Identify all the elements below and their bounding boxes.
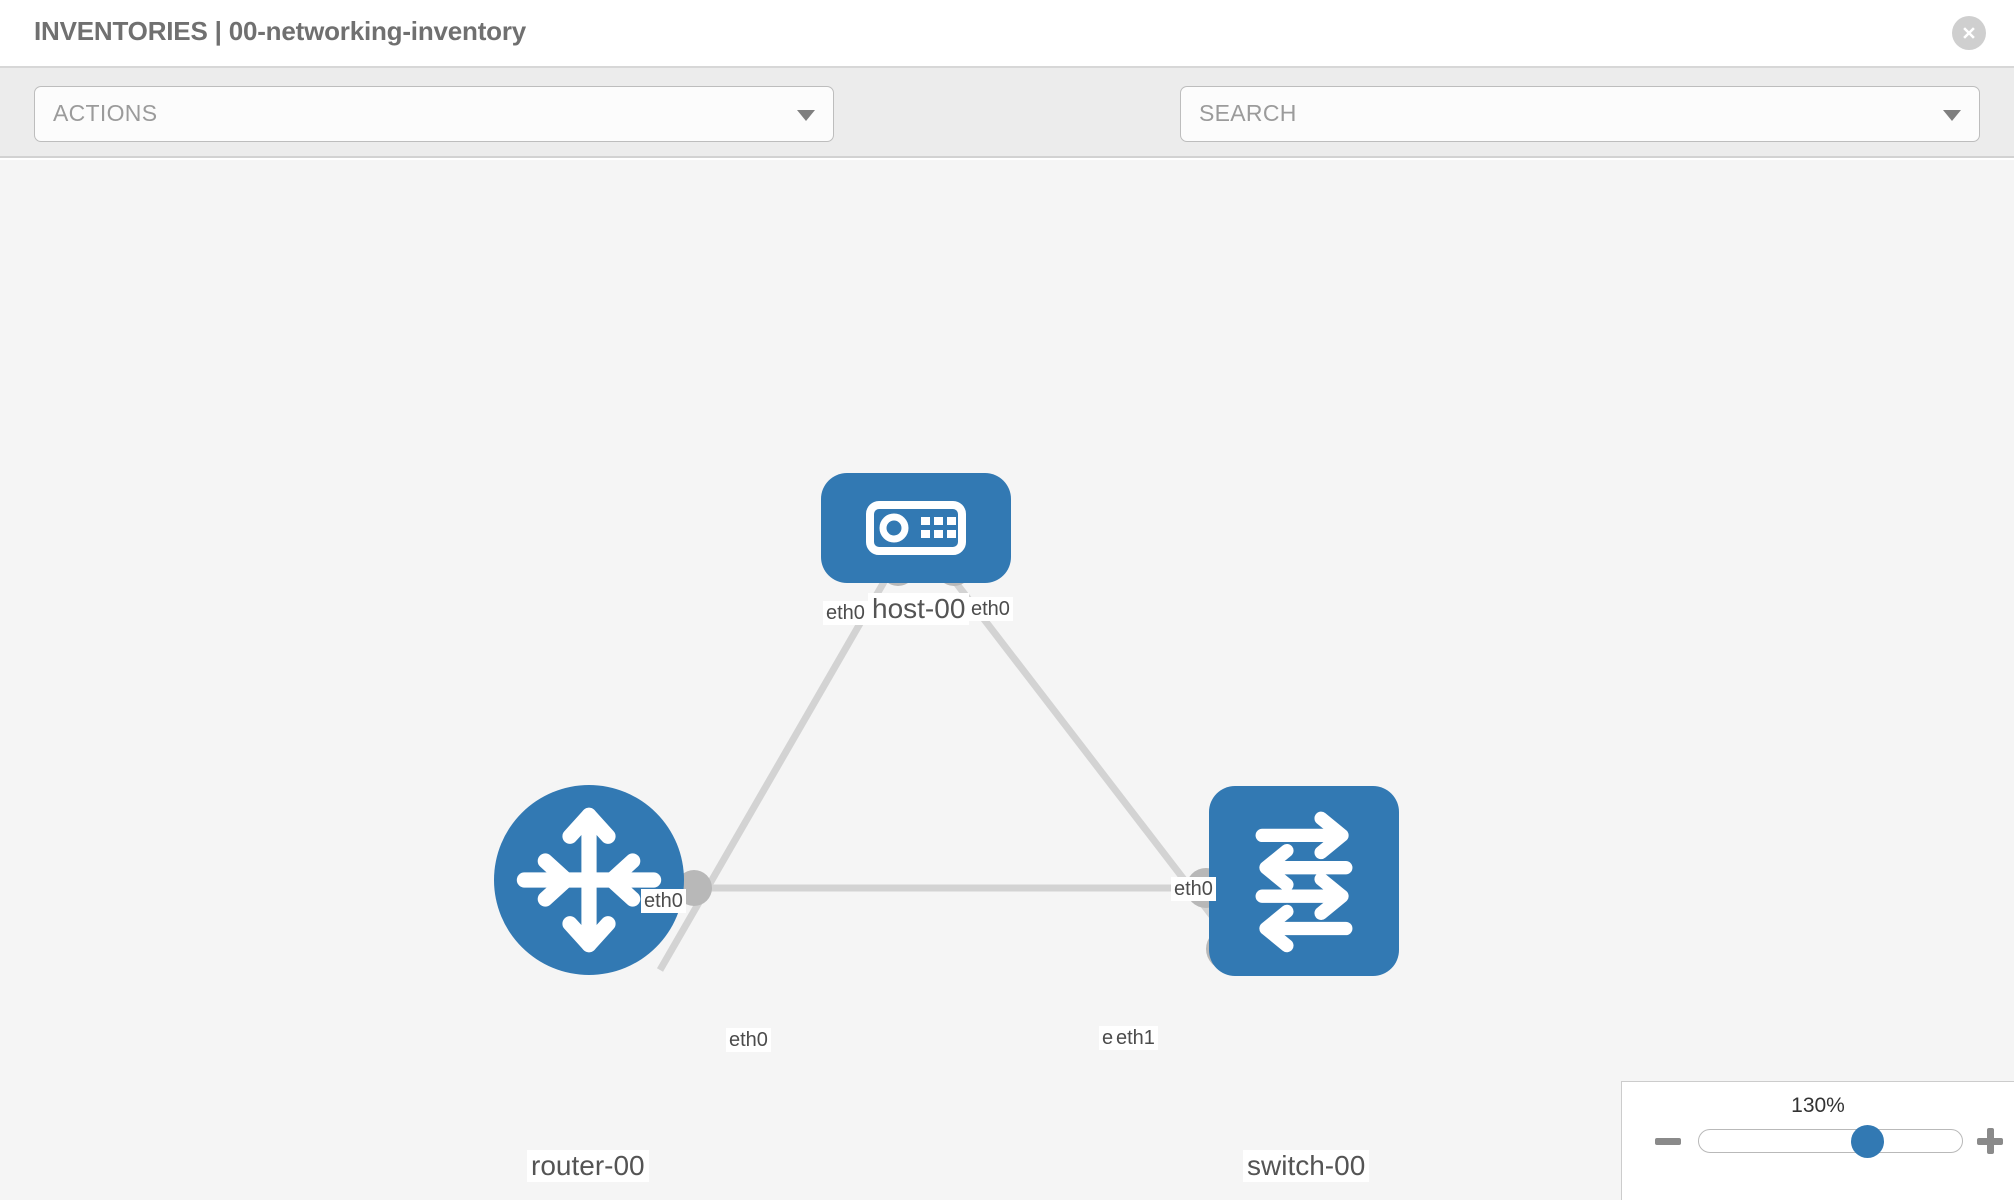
link-interface-label: eth0 <box>823 601 868 625</box>
zoom-level-label: 130% <box>1791 1094 1845 1117</box>
plus-icon[interactable] <box>1977 1128 2003 1154</box>
toolbar: ACTIONS SEARCH <box>0 68 2014 198</box>
page-title: INVENTORIES | 00-networking-inventory <box>34 16 527 46</box>
link-interface-label: eth0 <box>726 1028 771 1052</box>
close-glyph <box>1963 27 1975 39</box>
link-interface-label: eth0 <box>641 889 686 913</box>
topology-links <box>656 572 1235 972</box>
search-placeholder: SEARCH <box>1199 100 1297 126</box>
server-icon <box>866 501 966 555</box>
link-interface-label: eth0 <box>968 597 1013 621</box>
zoom-slider[interactable] <box>1698 1125 1963 1158</box>
zoom-slider-handle[interactable] <box>1851 1125 1884 1158</box>
minus-icon[interactable] <box>1655 1138 1681 1145</box>
node-label-host-00: host-00 <box>868 593 970 626</box>
topology-canvas[interactable]: eth0 eth0 eth0 eth0 eth0 eth1 eth0 host-… <box>0 160 2014 1200</box>
node-label-router-00: router-00 <box>527 1150 649 1183</box>
chevron-down-icon[interactable] <box>797 110 815 121</box>
node-host-00[interactable] <box>821 473 1011 583</box>
link-interface-label: eth1 <box>1113 1026 1158 1050</box>
actions-dropdown-label: ACTIONS <box>53 100 158 126</box>
node-label-switch-00: switch-00 <box>1243 1150 1370 1183</box>
switch-arrows-icon <box>1255 811 1353 953</box>
zoom-control-panel: 130% <box>1621 1081 2014 1200</box>
page-header: INVENTORIES | 00-networking-inventory <box>0 0 2014 68</box>
chevron-down-icon[interactable] <box>1943 110 1961 121</box>
close-icon[interactable] <box>1952 16 1986 50</box>
actions-dropdown[interactable]: ACTIONS <box>34 86 834 142</box>
router-arrows-icon <box>516 807 662 953</box>
node-switch-00[interactable] <box>1209 786 1399 976</box>
node-router-00[interactable] <box>494 785 684 975</box>
link-lines <box>656 572 1235 972</box>
link-interface-label: eth0 <box>1171 877 1216 901</box>
search-input[interactable]: SEARCH <box>1180 86 1980 142</box>
link-host00-router00 <box>656 573 892 972</box>
